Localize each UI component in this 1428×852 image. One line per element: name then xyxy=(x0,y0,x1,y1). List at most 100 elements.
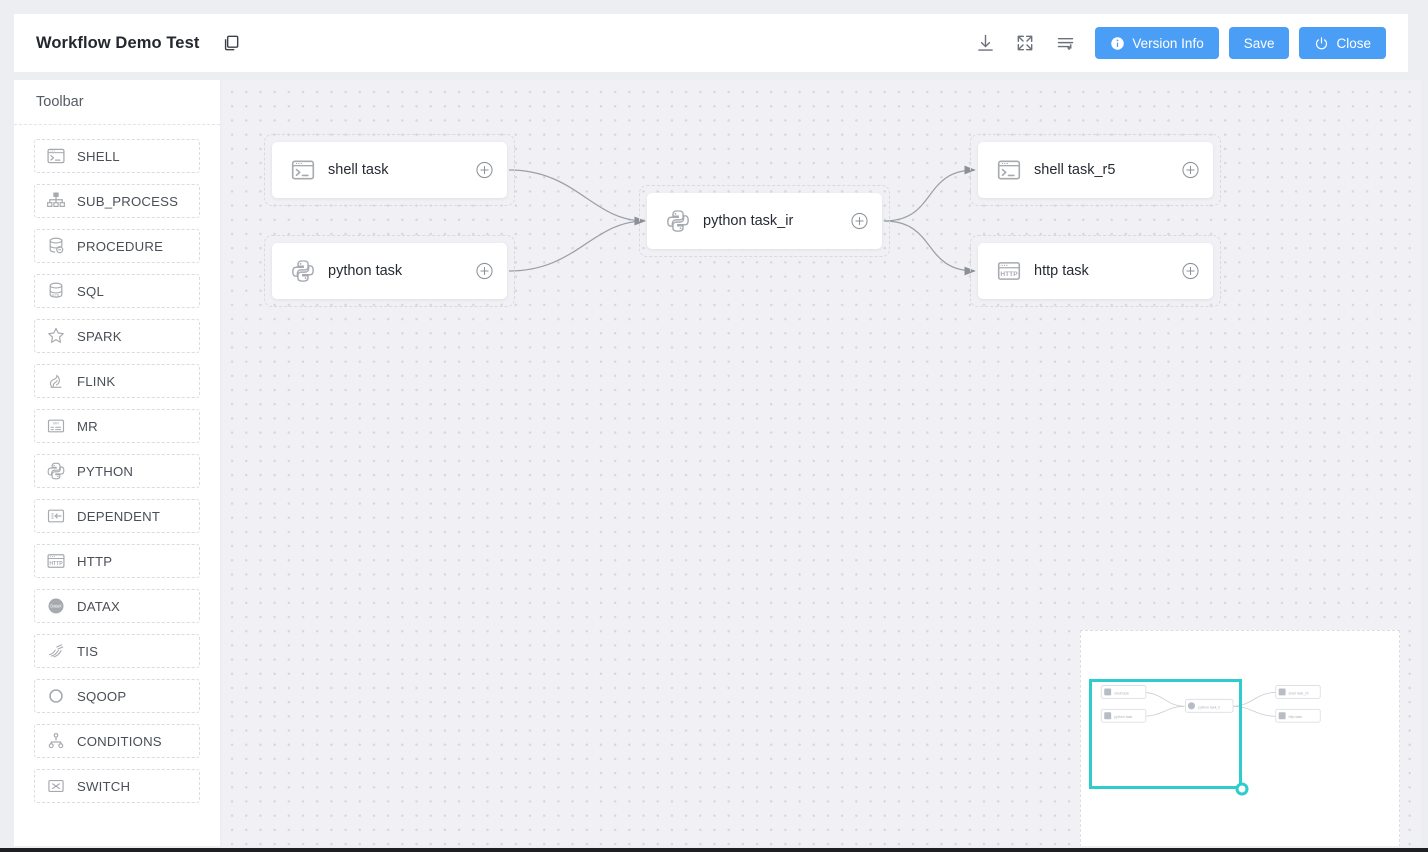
procedure-icon xyxy=(46,236,66,256)
svg-text:shell task_r5: shell task_r5 xyxy=(1289,691,1309,695)
http-icon: HTTP xyxy=(46,551,66,571)
toolbar-item-label: SWITCH xyxy=(77,778,131,794)
tis-icon xyxy=(46,641,66,661)
toolbar-item-flink[interactable]: FLINK xyxy=(34,364,200,398)
toolbar-item-label: MR xyxy=(77,418,98,434)
node-connect-plus-icon[interactable] xyxy=(1182,161,1199,179)
save-label: Save xyxy=(1243,35,1275,51)
datax-icon: DataX xyxy=(46,596,66,616)
edge-shell-to-python-ir xyxy=(508,169,646,226)
edges-group xyxy=(508,165,976,276)
edge-python-ir-to-http xyxy=(883,220,976,276)
svg-text:HTTP: HTTP xyxy=(1000,271,1018,278)
info-icon xyxy=(1110,36,1125,51)
toolbar-item-sqoop[interactable]: SQOOP xyxy=(34,679,200,713)
edge-python-ir-to-shell-r5 xyxy=(883,165,976,222)
toolbar-item-sql[interactable]: SQL SQL xyxy=(34,274,200,308)
sqoop-icon xyxy=(46,686,66,706)
shell-icon xyxy=(46,146,66,166)
copy-icon[interactable] xyxy=(221,33,241,53)
dag-node-label: http task xyxy=(1034,263,1089,279)
svg-text:python task: python task xyxy=(1114,715,1132,719)
node-connect-plus-icon[interactable] xyxy=(1182,262,1199,280)
toolbar-item-label: PYTHON xyxy=(77,463,134,479)
toolbar-title: Toolbar xyxy=(14,80,220,125)
bottom-strip xyxy=(0,848,1428,852)
shell-icon xyxy=(290,157,316,183)
toolbar-item-datax[interactable]: DataX DATAX xyxy=(34,589,200,623)
dag-node-python-task-ir[interactable]: python task_ir xyxy=(639,185,890,257)
toolbar-item-dependent[interactable]: DEPENDENT xyxy=(34,499,200,533)
node-connect-plus-icon[interactable] xyxy=(476,262,493,280)
title-group: Workflow Demo Test xyxy=(36,33,241,53)
toolbar-item-label: SUB_PROCESS xyxy=(77,193,179,209)
svg-text:HTTP: HTTP xyxy=(49,561,63,567)
shell-icon xyxy=(996,157,1022,183)
toolbar-item-label: SQL xyxy=(77,283,104,299)
flink-icon xyxy=(46,371,66,391)
toolbar-item-conditions[interactable]: CONDITIONS xyxy=(34,724,200,758)
dag-node-http-task[interactable]: HTTP http task xyxy=(970,235,1221,307)
sub-process-icon xyxy=(46,191,66,211)
node-connect-plus-icon[interactable] xyxy=(476,161,493,179)
dependent-icon xyxy=(46,506,66,526)
toolbar-item-list: SHELL SUB_PROCESS PROCEDURE SQL SQL SPARK… xyxy=(14,125,220,813)
spark-icon xyxy=(46,326,66,346)
toolbar-item-python[interactable]: PYTHON xyxy=(34,454,200,488)
power-icon xyxy=(1314,36,1329,51)
dag-canvas[interactable]: shell task python task python task_ir sh… xyxy=(222,80,1421,846)
dag-node-label: shell task xyxy=(328,162,389,178)
conditions-icon xyxy=(46,731,66,751)
download-icon[interactable] xyxy=(965,26,1005,60)
dag-node-label: python task_ir xyxy=(703,213,794,229)
dag-node-shell-task-r5[interactable]: shell task_r5 xyxy=(970,134,1221,206)
toolbar-item-procedure[interactable]: PROCEDURE xyxy=(34,229,200,263)
toolbar-item-label: TIS xyxy=(77,643,99,659)
minimap[interactable]: shell task python task python task_ir sh… xyxy=(1080,630,1400,846)
svg-text:MR: MR xyxy=(53,422,59,426)
edge-layer xyxy=(508,165,976,276)
node-connect-plus-icon[interactable] xyxy=(851,212,868,230)
format-layout-icon[interactable] xyxy=(1045,26,1085,60)
edge-python-to-python-ir xyxy=(508,216,646,272)
toolbar-item-shell[interactable]: SHELL xyxy=(34,139,200,173)
toolbar-item-label: CONDITIONS xyxy=(77,733,162,749)
toolbar-item-label: DEPENDENT xyxy=(77,508,161,524)
toolbar-item-label: FLINK xyxy=(77,373,116,389)
close-label: Close xyxy=(1336,35,1371,51)
python-icon xyxy=(665,208,691,234)
toolbar-item-switch[interactable]: SWITCH xyxy=(34,769,200,803)
mr-icon: MR xyxy=(46,416,66,436)
minimap-resize-handle[interactable] xyxy=(1235,782,1249,796)
svg-text:DataX: DataX xyxy=(50,604,62,609)
fullscreen-icon[interactable] xyxy=(1005,26,1045,60)
switch-icon xyxy=(46,776,66,796)
toolbar-item-label: SHELL xyxy=(77,148,120,164)
toolbar-item-label: PROCEDURE xyxy=(77,238,164,254)
toolbar-item-label: HTTP xyxy=(77,553,113,569)
svg-text:python task_ir: python task_ir xyxy=(1198,705,1221,709)
dag-node-shell-task[interactable]: shell task xyxy=(264,134,515,206)
dag-node-label: shell task_r5 xyxy=(1034,162,1116,178)
svg-text:SQL: SQL xyxy=(51,293,61,298)
toolbar-item-http[interactable]: HTTP HTTP xyxy=(34,544,200,578)
toolbar-item-sub_process[interactable]: SUB_PROCESS xyxy=(34,184,200,218)
toolbar-item-tis[interactable]: TIS xyxy=(34,634,200,668)
toolbar-item-mr[interactable]: MR MR xyxy=(34,409,200,443)
toolbar-item-label: SQOOP xyxy=(77,688,127,704)
http-icon: HTTP xyxy=(996,258,1022,284)
dag-node-python-task[interactable]: python task xyxy=(264,235,515,307)
save-button[interactable]: Save xyxy=(1228,27,1290,59)
close-button[interactable]: Close xyxy=(1299,27,1386,59)
toolbar-item-label: SPARK xyxy=(77,328,122,344)
toolbar-item-spark[interactable]: SPARK xyxy=(34,319,200,353)
minimap-viewport[interactable] xyxy=(1089,679,1242,789)
dag-node-label: python task xyxy=(328,263,403,279)
toolbar-item-label: DATAX xyxy=(77,598,121,614)
header-actions: Version Info Save Close xyxy=(965,26,1386,60)
version-info-label: Version Info xyxy=(1132,35,1204,51)
version-info-button[interactable]: Version Info xyxy=(1095,27,1219,59)
header-bar: Workflow Demo Test xyxy=(14,14,1408,72)
